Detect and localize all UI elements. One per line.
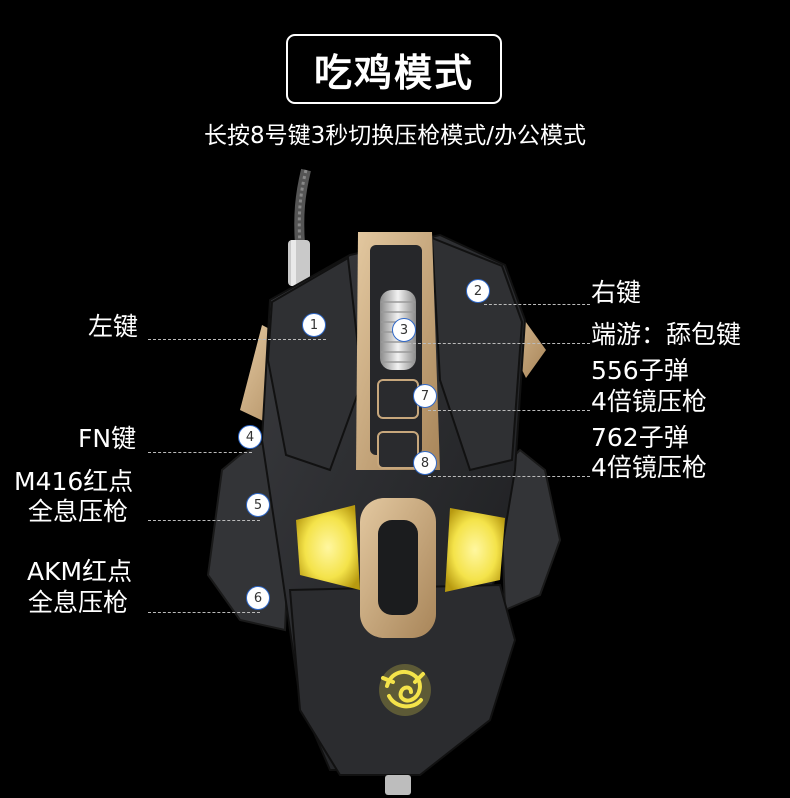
leader-fn: [148, 452, 252, 453]
label-button-8-line2: 4倍镜压枪: [591, 453, 707, 482]
badge-2: 2: [466, 279, 490, 303]
label-button-5-line1: M416红点: [14, 467, 134, 496]
button-8: [377, 431, 419, 469]
page-title: 吃鸡模式: [286, 34, 502, 104]
label-wheel: 端游：舔包键: [591, 320, 742, 349]
badge-8: 8: [413, 451, 437, 475]
label-left-click: 左键: [88, 312, 139, 341]
leader-button-6: [148, 612, 260, 613]
leader-button-8: [428, 476, 590, 477]
palm-rest: [288, 583, 517, 776]
right-click-plate: [430, 236, 524, 472]
page-subtitle: 长按8号键3秒切换压枪模式/办公模式: [203, 123, 586, 149]
label-button-6-line2: 全息压枪: [28, 588, 129, 617]
label-button-7-line1: 556子弹: [591, 356, 689, 385]
label-button-6-line1: AKM红点: [27, 557, 133, 586]
badge-3: 3: [392, 318, 416, 342]
left-glow-vent: [296, 505, 360, 590]
button-7: [377, 379, 419, 419]
label-right-click: 右键: [591, 278, 642, 307]
label-button-8-line1: 762子弹: [591, 423, 689, 452]
left-click-plate: [266, 256, 364, 472]
leader-right-click: [484, 304, 590, 305]
bottom-stud: [385, 775, 411, 795]
label-button-7-line2: 4倍镜压枪: [591, 387, 707, 416]
badge-7: 7: [413, 384, 437, 408]
leader-button-7: [428, 410, 590, 411]
leader-button-5: [148, 520, 260, 521]
badge-1: 1: [302, 313, 326, 337]
right-glow-vent: [445, 508, 505, 592]
leader-left-click: [148, 339, 326, 340]
label-fn: FN键: [78, 424, 137, 453]
badge-6: 6: [246, 586, 270, 610]
badge-4: 4: [238, 425, 262, 449]
dragon-logo-icon: [379, 664, 431, 716]
leader-wheel: [408, 343, 590, 344]
badge-5: 5: [246, 493, 270, 517]
label-button-5-line2: 全息压枪: [28, 497, 129, 526]
